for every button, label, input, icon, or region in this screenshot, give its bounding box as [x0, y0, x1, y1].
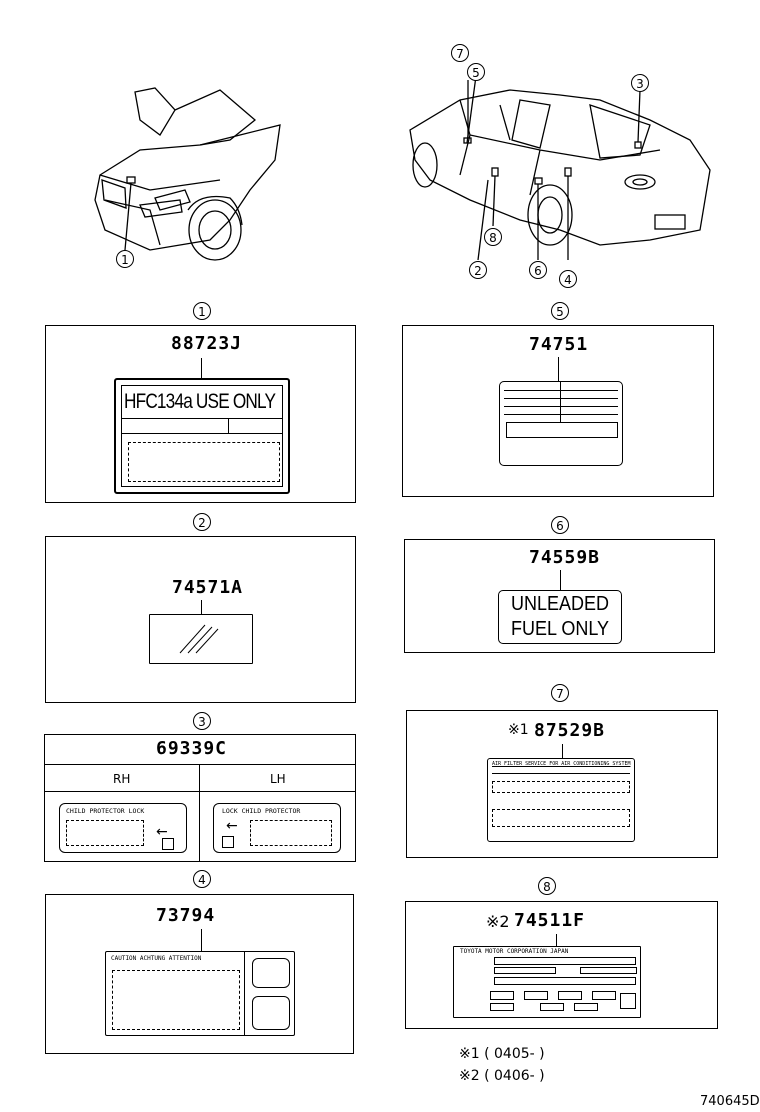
panel-2: 74571A [45, 536, 356, 703]
callout-5-rear: 5 [467, 63, 485, 81]
callout-1-front: 1 [116, 250, 134, 268]
panel-1: 88723J HFC134a USE ONLY [45, 325, 356, 503]
panel-7-index: 7 [551, 684, 569, 702]
air-filter-label: AIR FILTER SERVICE FOR AIR CONDITIONING … [487, 758, 635, 842]
part-number: 74571A [172, 577, 244, 598]
panel-3: 69339C RH LH CHILD PROTECTOR LOCK ← LOCK… [44, 734, 356, 862]
label-line-2: FUEL ONLY [510, 618, 610, 640]
callout-6-rear: 6 [529, 261, 547, 279]
panel-4-index: 4 [193, 870, 211, 888]
rear-car-illustration [409, 80, 711, 261]
panel-8-index: 8 [538, 877, 556, 895]
callout-3-rear: 3 [631, 74, 649, 92]
panel-2-index: 2 [193, 513, 211, 531]
panel-8: ※2 74511F TOYOTA MOTOR CORPORATION JAPAN [405, 901, 718, 1029]
part-number-prefix: ※1 [508, 722, 529, 738]
part-number: 74559B [529, 547, 601, 568]
note-1-mark: ※1 [459, 1046, 480, 1062]
part-number: 88723J [171, 333, 243, 354]
part-number-prefix: ※2 [486, 912, 510, 931]
part-number: 74751 [529, 334, 589, 355]
hfc134a-label: HFC134a USE ONLY [114, 378, 290, 494]
caution-label: CAUTION ACHTUNG ATTENTION [105, 951, 295, 1036]
part-number: 69339C [156, 738, 228, 759]
col-lh: LH [270, 772, 286, 786]
note-1: ※1 ( 0405- ) [459, 1046, 545, 1062]
vehicle-id-label: TOYOTA MOTOR CORPORATION JAPAN [453, 946, 641, 1018]
panel-7: ※1 87529B AIR FILTER SERVICE FOR AIR CON… [406, 710, 718, 858]
figure-id: 740645D [700, 1094, 760, 1109]
note-2: ※2 ( 0406- ) [459, 1068, 545, 1084]
lh-child-protector-label: LOCK CHILD PROTECTOR ← [213, 803, 341, 853]
part-number: 87529B [534, 720, 606, 741]
panel-3-index: 3 [193, 712, 211, 730]
panel-1-index: 1 [193, 302, 211, 320]
panel-5-index: 5 [551, 302, 569, 320]
callout-4-rear: 4 [559, 270, 577, 288]
part-number: 73794 [156, 905, 216, 926]
col-rh: RH [113, 772, 131, 786]
note-2-range: ( 0406- ) [484, 1068, 545, 1084]
glass-label [149, 614, 253, 664]
panel-4: 73794 CAUTION ACHTUNG ATTENTION [45, 894, 354, 1054]
unleaded-fuel-label: UNLEADED FUEL ONLY [498, 590, 622, 644]
spec-label [499, 381, 623, 466]
front-car-illustration [94, 87, 281, 261]
note-2-mark: ※2 [459, 1068, 480, 1084]
callout-8-rear: 8 [484, 228, 502, 246]
part-number: 74511F [514, 910, 586, 931]
callout-2-rear: 2 [469, 261, 487, 279]
rh-child-protector-label: CHILD PROTECTOR LOCK ← [59, 803, 187, 853]
label-line-1: UNLEADED [510, 593, 610, 615]
panel-5: 74751 [402, 325, 714, 497]
label-main-text: HFC134a USE ONLY [124, 390, 276, 413]
panel-6-index: 6 [551, 516, 569, 534]
panel-6: 74559B UNLEADED FUEL ONLY [404, 539, 715, 653]
callout-7-rear: 7 [451, 44, 469, 62]
note-1-range: ( 0405- ) [484, 1046, 545, 1062]
